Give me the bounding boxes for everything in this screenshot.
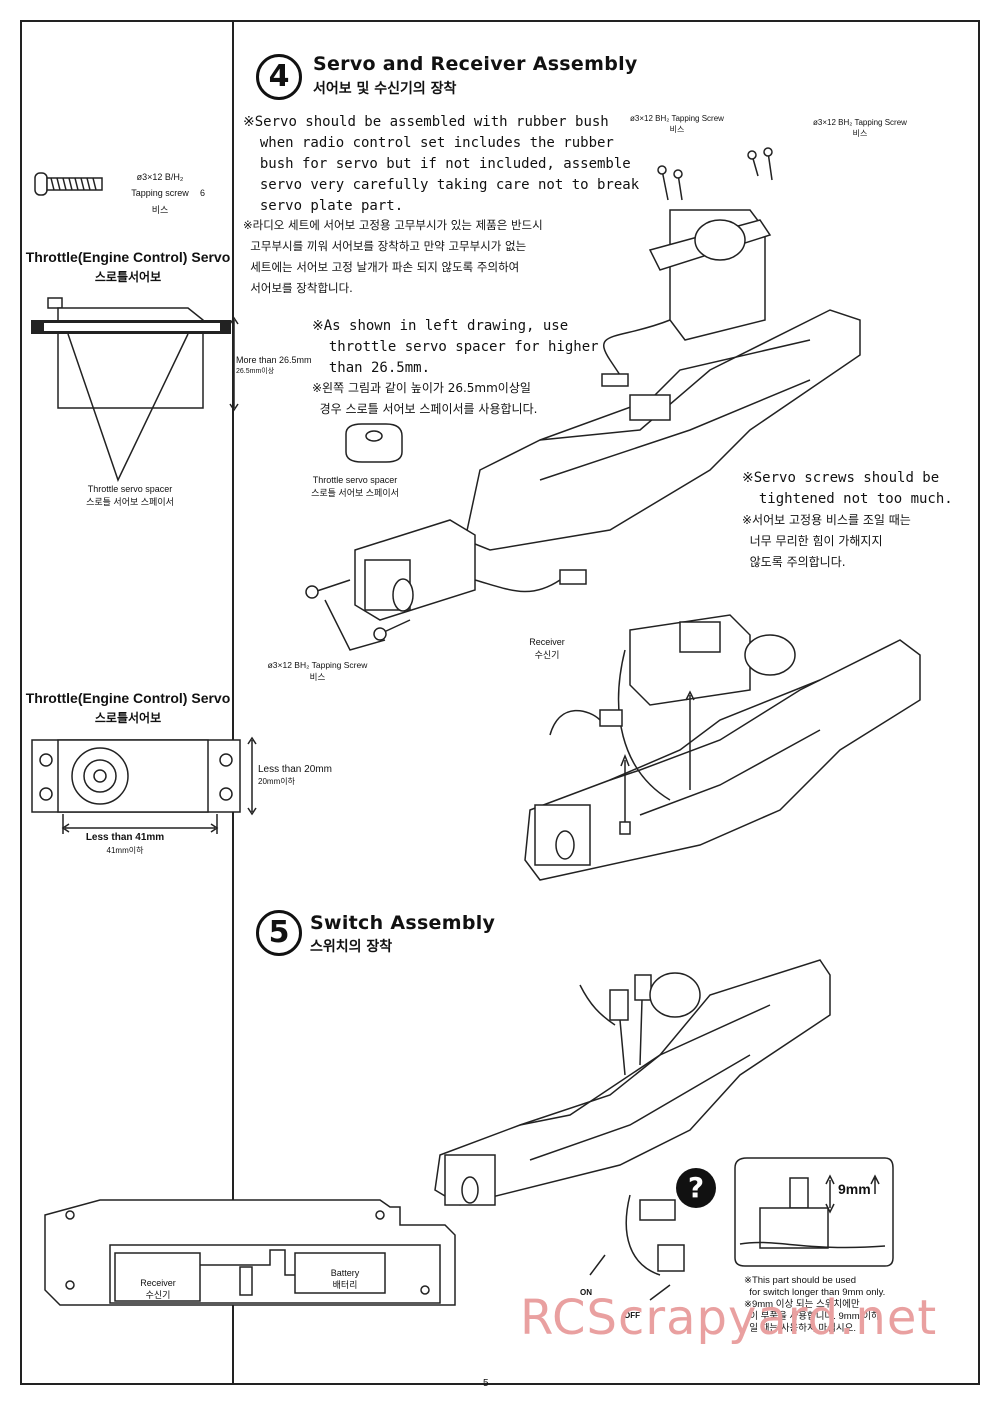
switch-off-label: OFF: [624, 1311, 640, 1320]
height-min-ko: 26.5mm이상: [236, 368, 275, 375]
rubber-bush-note: ※Servo should be assembled with rubber b…: [243, 114, 640, 214]
wiring-layout-diagram: [44, 1199, 456, 1306]
rubber-bush-note-ko: ※라디오 세트에 서어보 고정용 고무부시가 있는 제품은 반드시 고무부시를 …: [243, 218, 543, 295]
throttle-servo-ko-1: 스로틀서어보: [94, 270, 162, 284]
screw-type: Tapping screw: [131, 188, 189, 198]
screw-callout-2-ko: 비스: [852, 129, 868, 138]
question-mark-icon: ?: [676, 1168, 716, 1208]
spacer-ko-left: 스로틀 서어보 스페이서: [86, 497, 174, 507]
throttle-servo-title-2: Throttle(Engine Control) Servo: [25, 690, 231, 706]
screw-spec: ø3×12 B/H₂: [136, 172, 184, 182]
spacer-ko: 스로틀 서어보 스페이서: [311, 488, 399, 498]
spacer-label-left: Throttle servo spacer: [87, 484, 173, 494]
throttle-servo-spacer-part: [345, 423, 403, 463]
throttle-servo-side-diagram: [31, 297, 239, 482]
height-min-label: More than 26.5mm: [236, 355, 312, 365]
height-max-ko: 20mm이하: [258, 777, 295, 786]
step-4-title-ko: 서어보 및 수신기의 장착: [313, 81, 457, 97]
receiver-ko: 수신기: [534, 650, 560, 660]
wiring-receiver-ko: 수신기: [145, 1290, 171, 1300]
throttle-servo-ko-2: 스로틀서어보: [94, 711, 162, 725]
column-divider: [232, 20, 234, 1385]
page-border: [20, 20, 980, 1385]
watermark-text: RCScrapyard.net: [520, 1290, 938, 1346]
switch-detail-inset: [734, 1157, 894, 1267]
step-4-number: 4: [256, 54, 302, 100]
screw-tighten-note-ko: ※서어보 고정용 비스를 조일 때는 너무 무리한 힘이 가해지지 않도록 주의…: [742, 513, 911, 569]
switch-length-note: ※This part should be used for switch lon…: [744, 1275, 886, 1334]
screw-callout-3-ko: 비스: [309, 672, 326, 682]
throttle-servo-top-diagram: [31, 736, 257, 834]
screw-tighten-note: ※Servo screws should be tightened not to…: [742, 470, 953, 507]
step-4-title: Servo and Receiver Assembly: [313, 53, 638, 75]
screw-callout-3: ø3×12 BH₂ Tapping Screw: [267, 660, 368, 670]
receiver-assembly-illustration: [524, 614, 921, 881]
throttle-servo-title-1: Throttle(Engine Control) Servo: [25, 249, 231, 265]
height-max-label: Less than 20mm: [258, 764, 332, 775]
wiring-battery-label: Battery: [330, 1268, 360, 1278]
screw-qty: 6: [200, 188, 206, 198]
switch-dimension: 9mm: [838, 1181, 871, 1197]
step-5-title: Switch Assembly: [310, 912, 496, 934]
screw-callout-2: ø3×12 BH₂ Tapping Screw: [813, 118, 907, 127]
wiring-battery-ko: 배터리: [332, 1280, 358, 1290]
spacer-label: Throttle servo spacer: [312, 475, 398, 485]
wiring-receiver-label: Receiver: [140, 1278, 176, 1288]
servo-assembly-illustration: [305, 147, 861, 651]
spacer-note-ko: ※왼쪽 그림과 같이 높이가 26.5mm이상일 경우 스로틀 서어보 스페이서…: [312, 381, 538, 416]
switch-assembly-illustration: [434, 959, 831, 1301]
step-5-title-ko: 스위치의 장착: [310, 939, 393, 955]
spacer-note: ※As shown in left drawing, use throttle …: [312, 318, 599, 376]
receiver-label: Receiver: [529, 637, 565, 647]
tapping-screw-illustration: [34, 172, 103, 196]
switch-on-label: ON: [580, 1288, 592, 1297]
page-number: 5: [483, 1378, 489, 1389]
screw-callout-1-ko: 비스: [669, 125, 685, 134]
screw-callout-1: ø3×12 BH₂ Tapping Screw: [630, 114, 724, 123]
width-max-ko: 41mm이하: [106, 846, 144, 855]
step-5-number: 5: [256, 910, 302, 956]
width-max-label: Less than 41mm: [85, 832, 165, 843]
screw-ko: 비스: [151, 205, 169, 215]
